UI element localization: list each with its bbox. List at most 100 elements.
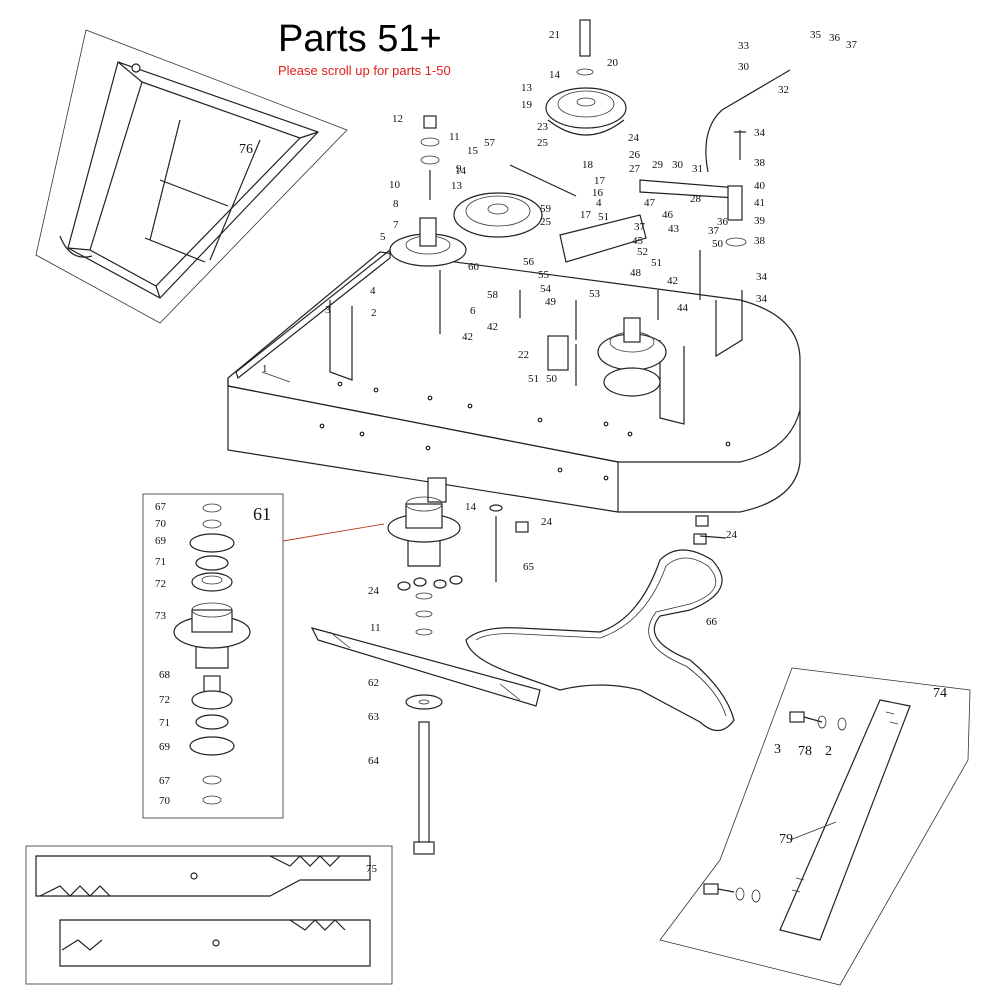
- callout-labels: 1234456789101111121313141414151617171819…: [155, 29, 947, 875]
- callout-c50a: 50: [712, 238, 724, 250]
- callout-c48: 48: [630, 267, 642, 279]
- callout-c71b: 71: [159, 717, 170, 729]
- inset-76-catcher-frame: [35, 29, 348, 324]
- callout-c37a: 37: [846, 39, 858, 51]
- callout-c17a: 17: [594, 175, 606, 187]
- callout-c54: 54: [540, 283, 552, 295]
- callout-c50b: 50: [546, 373, 558, 385]
- inset-75-blades: [25, 845, 393, 985]
- callout-c51c: 51: [528, 373, 539, 385]
- callout-c70a: 70: [155, 518, 167, 530]
- callout-c57: 57: [484, 137, 496, 149]
- callout-c34a: 34: [754, 127, 766, 139]
- callout-c21: 21: [549, 29, 560, 41]
- callout-c31: 31: [692, 163, 703, 175]
- page-title: Parts 51+: [278, 18, 442, 60]
- callout-c69a: 69: [155, 535, 167, 547]
- callout-c42a: 42: [462, 331, 473, 343]
- callout-c34c: 34: [756, 293, 768, 305]
- callout-c49: 49: [545, 296, 557, 308]
- callout-c9: 9: [456, 163, 462, 175]
- callout-c60: 60: [468, 261, 480, 273]
- callout-c58: 58: [487, 289, 499, 301]
- callout-c69b: 69: [159, 741, 171, 753]
- callout-c28: 28: [690, 193, 702, 205]
- callout-c13a: 13: [521, 82, 533, 94]
- callout-c26: 26: [629, 149, 641, 161]
- spindle-housing: [387, 477, 727, 636]
- callout-c43: 43: [668, 223, 680, 235]
- callout-c36b: 36: [717, 216, 729, 228]
- callout-c23: 23: [537, 121, 549, 133]
- detail-61-spindle-exploded: [142, 493, 385, 819]
- callout-c25b: 25: [540, 216, 552, 228]
- upper-assemblies: [389, 19, 791, 397]
- callout-c15: 15: [467, 145, 479, 157]
- callout-c24a: 24: [628, 132, 640, 144]
- callout-c29: 29: [652, 159, 664, 171]
- callout-c24b: 24: [541, 516, 553, 528]
- callout-c45: 45: [632, 235, 644, 247]
- callout-c76: 76: [239, 142, 253, 157]
- callout-c19: 19: [521, 99, 533, 111]
- callout-c24c: 24: [726, 529, 738, 541]
- callout-c6: 6: [470, 305, 476, 317]
- callout-c72a: 72: [155, 578, 166, 590]
- callout-c44: 44: [677, 302, 689, 314]
- callout-c32: 32: [778, 84, 789, 96]
- callout-c52: 52: [637, 246, 648, 258]
- callout-c39: 39: [754, 215, 766, 227]
- callout-c62: 62: [368, 677, 379, 689]
- callout-c5: 5: [380, 231, 386, 243]
- callout-c20: 20: [607, 57, 619, 69]
- callout-c14a: 14: [549, 69, 561, 81]
- callout-c78: 78: [798, 744, 812, 759]
- callout-c51a: 51: [598, 211, 609, 223]
- callout-c61: 61: [253, 504, 271, 524]
- callout-c38b: 38: [754, 235, 766, 247]
- callout-c18: 18: [582, 159, 594, 171]
- callout-c27: 27: [629, 163, 641, 175]
- callout-c42b: 42: [487, 321, 498, 333]
- callout-c2b: 2: [825, 744, 832, 759]
- callout-c71a: 71: [155, 556, 166, 568]
- callout-c55: 55: [538, 269, 550, 281]
- callout-c12: 12: [392, 113, 403, 125]
- callout-c35: 35: [810, 29, 822, 41]
- callout-c75: 75: [366, 863, 378, 875]
- callout-c10: 10: [389, 179, 401, 191]
- inset-74-deflector: [659, 667, 971, 986]
- callout-c41: 41: [754, 197, 765, 209]
- callout-c11b: 11: [370, 622, 381, 634]
- callout-c40: 40: [754, 180, 766, 192]
- callout-c4a: 4: [370, 285, 376, 297]
- callout-c79: 79: [779, 832, 793, 847]
- callout-c13b: 13: [451, 180, 463, 192]
- callout-c56: 56: [523, 256, 535, 268]
- callout-c30b: 30: [738, 61, 750, 73]
- callout-c53: 53: [589, 288, 601, 300]
- callout-c65: 65: [523, 561, 535, 573]
- callout-c51b: 51: [651, 257, 662, 269]
- callout-c47: 47: [644, 197, 656, 209]
- callout-c38a: 38: [754, 157, 766, 169]
- callout-c74: 74: [933, 686, 947, 701]
- callout-c73: 73: [155, 610, 167, 622]
- callout-c24d: 24: [368, 585, 380, 597]
- callout-c67a: 67: [155, 501, 167, 513]
- callout-c22: 22: [518, 349, 529, 361]
- callout-c33: 33: [738, 40, 750, 52]
- callout-c34b: 34: [756, 271, 768, 283]
- drive-belt: [465, 549, 735, 732]
- callout-c37b: 37: [634, 221, 646, 233]
- callout-c7: 7: [393, 219, 399, 231]
- callout-c30a: 30: [672, 159, 684, 171]
- mower-deck: [227, 248, 801, 513]
- callout-c72b: 72: [159, 694, 170, 706]
- scroll-up-note: Please scroll up for parts 1-50: [278, 63, 451, 78]
- callout-c37c: 37: [708, 225, 720, 237]
- callout-c59: 59: [540, 203, 552, 215]
- callout-c16: 16: [592, 187, 604, 199]
